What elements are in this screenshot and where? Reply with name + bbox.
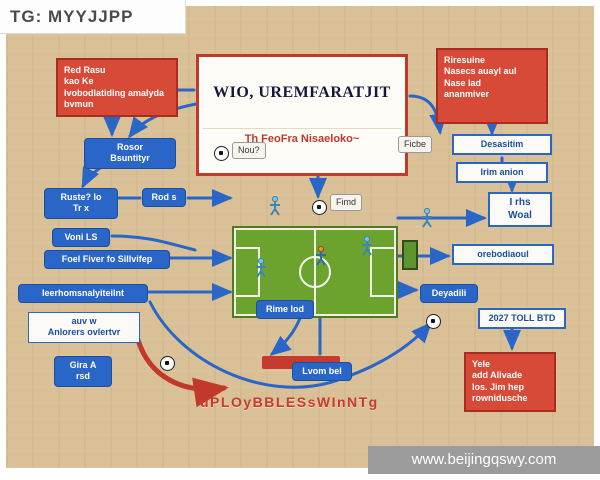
watermark-site: www.beijingqswy.com <box>368 446 600 474</box>
flow-node-voni: Voni LS <box>52 228 110 248</box>
flow-node-leerhom: leerhomsnalyiteilnt <box>18 284 148 304</box>
flow-node-irhs: I rhs Woal <box>488 192 552 227</box>
soccer-ball-icon <box>312 200 327 215</box>
flow-node-desasitim: Desasitim <box>452 134 552 156</box>
player-figure <box>268 195 282 216</box>
field-penalty-box-right <box>370 247 394 297</box>
flow-node-foel: Foel Fiver fo Sillvifep <box>44 250 170 270</box>
player-figure <box>420 207 434 228</box>
watermark-tg: TG: MYYJJPP <box>0 0 186 34</box>
field-penalty-box-left <box>236 247 260 297</box>
flow-node-fimd: Fimd <box>330 194 362 212</box>
diagram-title: WIO, UREMFARATJIT <box>213 84 391 101</box>
flow-node-toll: 2027 TOLL BTD <box>478 308 566 330</box>
flow-node-nou: Nou? <box>232 142 266 160</box>
flow-node-rods: Rod s <box>142 188 186 208</box>
flow-node-ruste: Ruste? lo Tr x <box>44 188 118 219</box>
soccer-ball-icon <box>426 314 441 329</box>
flow-node-rime: Rime lod <box>256 300 314 320</box>
diagram-subtitle: Th FeoFra Nisaeloko~ <box>203 128 401 147</box>
flow-node-ficbe: Ficbe <box>398 136 433 154</box>
soccer-ball-icon <box>160 356 175 371</box>
title-box: WIO, UREMFARATJIT Th FeoFra Nisaeloko~ <box>196 54 408 176</box>
green-marker-rect <box>402 240 418 270</box>
flow-node-rosor: Rosor Bsuntityr <box>84 138 176 169</box>
flow-node-lrim: lrim anion <box>456 162 548 184</box>
player-figure <box>314 245 328 266</box>
flow-node-gira: Gira A rsd <box>54 356 112 387</box>
note-box-red-top-left: Red Rasu kao Ke Ivobodlatiding amalyda b… <box>56 58 178 117</box>
player-figure <box>360 235 374 256</box>
soccer-ball-icon <box>214 146 229 161</box>
flow-node-deyadili: Deyadili <box>420 284 478 304</box>
bottom-red-caption: uPLOyBBLESsWInNTg <box>200 394 379 410</box>
note-box-red-top-right: Riresuine Nasecs auayl aul Nase lad anan… <box>436 48 548 124</box>
player-figure <box>254 257 268 278</box>
flow-node-auv: auv w Anlorers ovlertvr <box>28 312 140 343</box>
flow-node-orebodiaoul: orebodiaoul <box>452 244 554 266</box>
flow-node-lvom: Lvom bel <box>292 362 352 382</box>
note-box-red-bottom-right: Yele add Alivade los. Jim hep rownidusch… <box>464 352 556 412</box>
field-center-circle <box>299 256 331 288</box>
